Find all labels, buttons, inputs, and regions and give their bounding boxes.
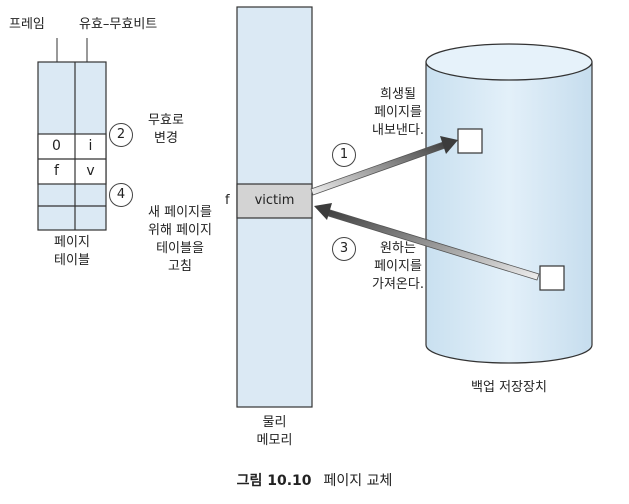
- victim-page-box: [457, 128, 483, 154]
- figure-number: 그림 10.10: [236, 473, 312, 489]
- page-table-bit-cell: i: [88, 138, 93, 154]
- swap-out-arrow: [310, 136, 458, 196]
- valid-invalid-bit-header: 유효–무효비트: [79, 17, 158, 32]
- page-table-bit-cell: v: [86, 163, 95, 179]
- step-text: 새 페이지를 위해 페이지 테이블을 고침: [148, 205, 212, 274]
- page-replacement-diagram: [37, 6, 593, 408]
- physical-memory: [236, 6, 313, 408]
- frame-column-header: 프레임: [9, 17, 45, 32]
- page-table-label: 페이지 테이블: [54, 235, 90, 268]
- page-table-frame-cell: 0: [52, 138, 61, 154]
- step-number-badge: 1: [332, 143, 356, 167]
- victim-frame: [236, 183, 313, 219]
- swap-in-arrow: [314, 203, 540, 281]
- step-text: 희생될 페이지를 내보낸다.: [372, 87, 424, 138]
- step-text: 무효로 변경: [148, 113, 184, 146]
- page-table: [37, 38, 107, 231]
- figure-caption: 그림 10.10 페이지 교체: [0, 470, 629, 490]
- step-number-badge: 3: [332, 237, 356, 261]
- page-table-frame-cell: f: [54, 163, 59, 179]
- physical-memory-label: 물리 메모리: [256, 415, 293, 448]
- step-text: 원하는 페이지를 가져온다.: [372, 241, 424, 292]
- frame-f-label: f: [225, 193, 230, 208]
- step-number-badge: 2: [109, 123, 133, 147]
- figure-title: 페이지 교체: [323, 473, 393, 489]
- backing-store-label: 백업 저장장치: [471, 380, 547, 395]
- step-number-badge: 4: [109, 183, 133, 207]
- desired-page-box: [539, 265, 565, 291]
- victim-label: victim: [254, 193, 295, 208]
- backing-store-cylinder: [425, 43, 593, 364]
